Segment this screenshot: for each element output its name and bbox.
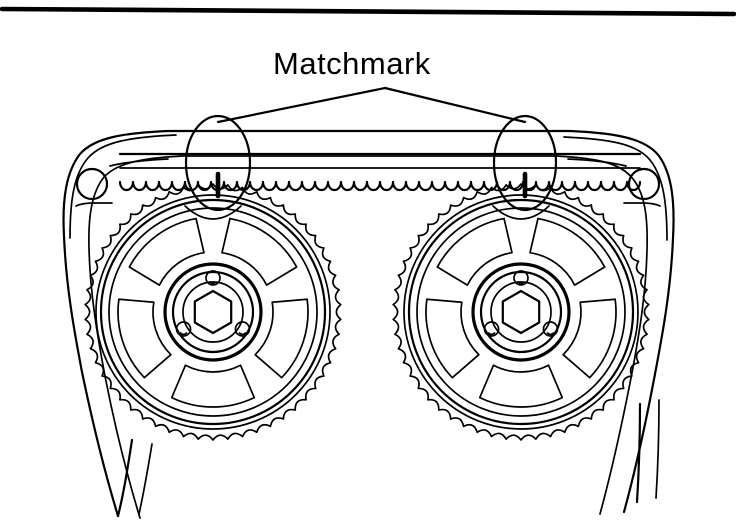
boss-bracket-left bbox=[109, 158, 169, 167]
sprocket-tooth-ring bbox=[392, 183, 650, 441]
hub-outer-ring bbox=[471, 262, 571, 362]
sprocket-top-keeper-arc bbox=[184, 205, 242, 220]
timing-belt-cover bbox=[62, 129, 675, 519]
hub-bolt-hole bbox=[205, 270, 221, 286]
hub-bolt-hole-shadow bbox=[179, 332, 188, 336]
sprocket-spoke-window bbox=[425, 298, 480, 379]
belt-left-run-inner bbox=[138, 443, 153, 515]
bolt-boss-right-icon bbox=[627, 167, 661, 201]
matchmark-callouts bbox=[184, 86, 558, 212]
sprocket-spoke-window bbox=[529, 217, 606, 286]
sprocket-spoke-window bbox=[128, 217, 205, 286]
sprocket-spoke-window bbox=[170, 364, 256, 408]
hub-bolt-hole bbox=[234, 321, 251, 337]
cover-outer-contour bbox=[62, 129, 675, 518]
sprocket-rim bbox=[99, 198, 327, 426]
centre-hex-bolt bbox=[193, 289, 233, 335]
matchmark-right-ellipse bbox=[492, 114, 558, 212]
sprocket-web-edge bbox=[416, 207, 626, 417]
sprocket-spoke-window bbox=[117, 298, 172, 379]
hub-outer-ring bbox=[163, 262, 263, 362]
cover-ledge-left bbox=[69, 134, 177, 239]
bolt-boss-left-icon bbox=[75, 167, 109, 201]
hub-bolt-hole bbox=[542, 321, 559, 337]
leader-line-right bbox=[383, 86, 527, 124]
sprocket-spoke-window bbox=[436, 217, 513, 286]
hub-bolt-hole bbox=[513, 270, 529, 286]
sprocket-rim bbox=[407, 198, 635, 426]
sprocket-spoke-window bbox=[562, 298, 617, 379]
matchmark-label: Matchmark bbox=[273, 46, 431, 81]
sprocket-left bbox=[84, 183, 342, 441]
sprocket-spoke-window bbox=[478, 364, 564, 408]
sprocket-spoke-window bbox=[254, 298, 309, 379]
sprocket-top-keeper-arc bbox=[492, 205, 550, 220]
hub-bolt-hole-shadow bbox=[209, 281, 217, 285]
leader-line-left bbox=[216, 86, 387, 124]
sprocket-web-edge bbox=[108, 207, 318, 417]
hub-inner-ring bbox=[490, 281, 552, 343]
hub-bolt-hole bbox=[483, 321, 500, 337]
sprocket-right bbox=[392, 183, 650, 441]
sprocket-spoke-window bbox=[221, 217, 298, 286]
cover-inner-contour bbox=[88, 155, 649, 519]
matchmark-left-ellipse bbox=[184, 114, 252, 212]
hub-mid-ring bbox=[171, 270, 255, 354]
belt-right-run-outer bbox=[635, 402, 642, 504]
hub-bolt-hole-shadow bbox=[546, 332, 555, 336]
hub-bolt-hole bbox=[175, 321, 192, 337]
boss-bracket-right bbox=[567, 158, 627, 167]
top-horizontal-rule bbox=[0, 6, 736, 17]
belt-right-run-inner bbox=[655, 399, 660, 499]
hub-bolt-hole-shadow bbox=[487, 332, 496, 336]
cover-ledge-right bbox=[563, 136, 668, 241]
hub-inner-ring bbox=[182, 281, 244, 343]
hub-mid-ring bbox=[479, 270, 563, 354]
hub-bolt-hole-shadow bbox=[238, 332, 247, 336]
centre-hex-bolt bbox=[501, 289, 541, 335]
boss-shelf-left bbox=[75, 202, 113, 207]
belt-left-run-outer bbox=[116, 438, 134, 518]
sprocket-tooth-root-circle bbox=[95, 194, 331, 430]
hub-bolt-hole-shadow bbox=[517, 281, 525, 285]
sprocket-tooth-root-circle bbox=[403, 194, 639, 430]
boss-shelf-right bbox=[623, 202, 661, 207]
sprocket-tooth-ring bbox=[84, 183, 342, 441]
